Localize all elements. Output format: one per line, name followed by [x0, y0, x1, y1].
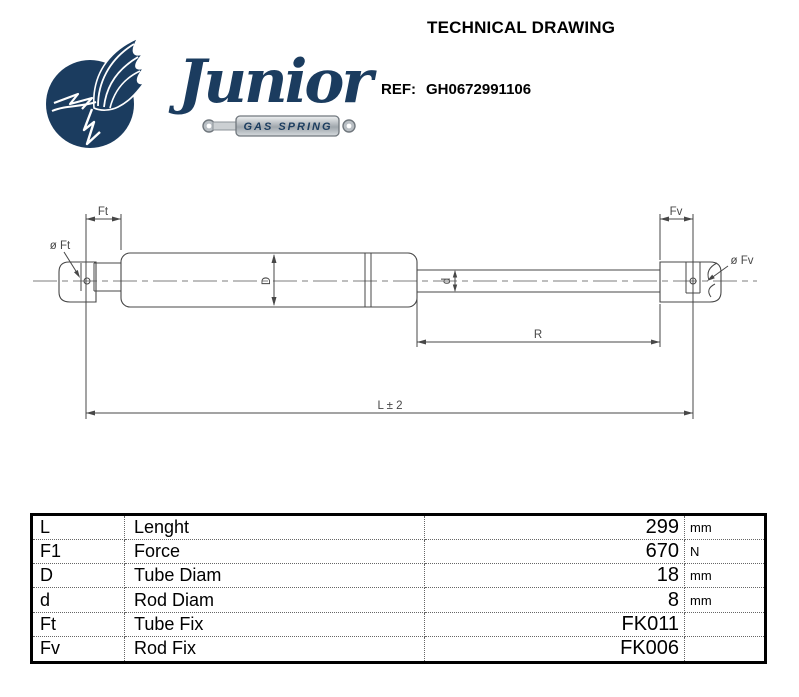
- table-cell-value: 299: [425, 516, 685, 541]
- fv-dim-label: Fv: [670, 206, 683, 218]
- table-cell-unit: mm: [685, 588, 764, 613]
- total-length-label: L ± 2: [377, 400, 402, 412]
- table-cell-symbol: Fv: [33, 636, 125, 661]
- extension-lines: [85, 214, 694, 419]
- dimension-tube-diameter: D: [261, 254, 277, 306]
- gas-spring-technical-drawing: Ft Fv D d R: [33, 206, 757, 419]
- tube-fix-bracket: [58, 261, 121, 303]
- table-cell-value: 8: [425, 588, 685, 613]
- brand-name: Junior: [178, 47, 373, 117]
- leader-rod-fix-diameter: ø Fv: [707, 255, 754, 281]
- piston-rod: [417, 269, 660, 293]
- dimension-ft: Ft: [86, 206, 121, 222]
- table-cell-symbol: D: [33, 564, 125, 589]
- rod-length-label: R: [534, 329, 542, 341]
- table-cell-symbol: d: [33, 588, 125, 613]
- table-cell-symbol: Ft: [33, 612, 125, 637]
- tube-fix-diameter-label: ø Ft: [50, 240, 71, 252]
- rod-diameter-label: d: [441, 278, 453, 284]
- table-cell-name: Rod Fix: [125, 636, 425, 661]
- rod-fix-bracket: [659, 261, 722, 303]
- table-cell-symbol: L: [33, 516, 125, 541]
- junior-logo: Junior GAS SPRING: [30, 8, 373, 168]
- ref-value: GH0672991106: [426, 81, 532, 98]
- table-cell-unit: [685, 613, 764, 637]
- table-cell-unit: [685, 637, 764, 661]
- table-cell-unit: mm: [685, 564, 764, 589]
- table-cell-name: Force: [125, 540, 425, 565]
- rod-fix-diameter-label: ø Fv: [731, 255, 754, 267]
- ft-dim-label: Ft: [98, 206, 109, 218]
- table-cell-unit: N: [685, 540, 764, 565]
- table-cell-name: Tube Diam: [125, 564, 425, 589]
- spec-table: L Lenght 299 mm F1 Force 670 N D Tube Di…: [30, 513, 767, 664]
- table-cell-symbol: F1: [33, 540, 125, 565]
- ref-label: REF:: [381, 81, 416, 98]
- dimension-total-length: L ± 2: [86, 400, 693, 416]
- page-title: TECHNICAL DRAWING: [427, 18, 616, 37]
- tube-diameter-label: D: [261, 277, 273, 285]
- table-cell-value: FK006: [425, 636, 685, 661]
- eagle-logo-icon: [46, 36, 147, 148]
- table-cell-name: Rod Diam: [125, 588, 425, 613]
- dimension-rod-length: R: [417, 329, 660, 345]
- table-cell-value: 670: [425, 540, 685, 565]
- leader-tube-fix-diameter: ø Ft: [50, 240, 80, 278]
- tube-body: [120, 252, 418, 308]
- table-cell-name: Lenght: [125, 516, 425, 541]
- gas-spring-logo-icon: GAS SPRING: [202, 115, 356, 137]
- table-cell-unit: mm: [685, 516, 764, 541]
- table-cell-value: 18: [425, 564, 685, 589]
- dimension-fv: Fv: [660, 206, 693, 222]
- table-cell-name: Tube Fix: [125, 612, 425, 637]
- reference-line: REF: GH0672991106: [381, 81, 531, 98]
- brand-tagline: GAS SPRING: [243, 121, 332, 133]
- dimension-rod-diameter: d: [441, 270, 458, 292]
- table-cell-value: FK011: [425, 612, 685, 637]
